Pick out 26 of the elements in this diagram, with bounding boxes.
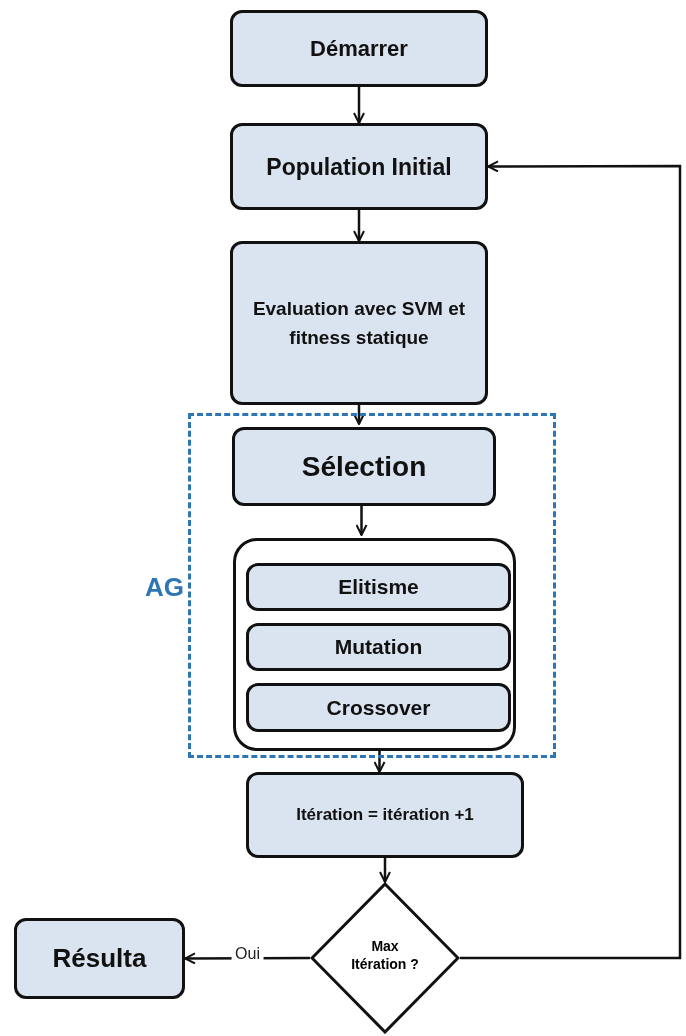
box-text: Evaluation avec SVM et fitness statique — [251, 297, 467, 350]
arrow — [460, 160, 682, 960]
arrow — [353, 87, 365, 124]
group-label: AG — [145, 571, 184, 604]
box-text: Population Initial — [266, 152, 452, 182]
box-text: Elitisme — [338, 574, 419, 601]
box-text: Démarrer — [310, 35, 408, 63]
box-text: Crossover — [326, 694, 431, 721]
process-box — [14, 918, 185, 999]
box-text: Itération = itération +1 — [296, 804, 474, 827]
decision-text: Max Itération ? — [350, 937, 420, 973]
arrow — [353, 210, 365, 242]
process-box — [230, 10, 488, 87]
container-box — [233, 538, 516, 751]
box-text: Sélection — [301, 449, 427, 484]
process-box — [246, 772, 524, 858]
box-text: Mutation — [334, 634, 423, 661]
process-box — [246, 563, 511, 611]
arrow — [379, 858, 391, 883]
process-box — [246, 683, 511, 732]
process-box — [246, 623, 511, 671]
box-text: Résulta — [52, 942, 147, 975]
process-box — [232, 427, 496, 506]
process-box — [230, 123, 488, 210]
arrow — [353, 405, 365, 425]
process-box — [230, 241, 488, 405]
